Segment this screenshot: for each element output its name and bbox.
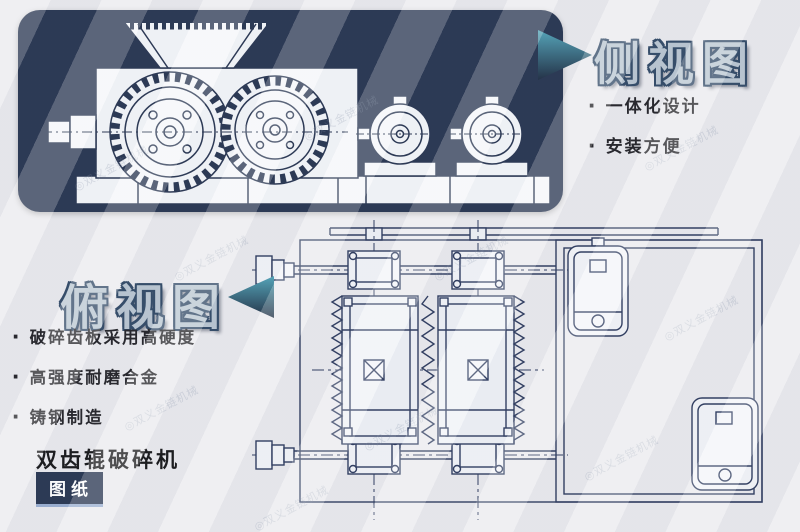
motor-1 bbox=[356, 95, 444, 177]
motor-top-right bbox=[567, 237, 629, 337]
roller-assembly bbox=[330, 295, 526, 445]
main-frame bbox=[299, 239, 763, 503]
bearing-block bbox=[347, 250, 401, 290]
upper-shaft bbox=[255, 250, 556, 290]
motor-2 bbox=[448, 95, 536, 177]
top-view-features: · 破碎齿板采用高硬度 · 高强度耐磨合金 · 铸钢制造 bbox=[12, 321, 197, 444]
drawing-badge: 图纸 bbox=[36, 472, 103, 507]
bullet-dot: · bbox=[588, 89, 599, 120]
motor-bottom-right bbox=[691, 397, 759, 491]
feature-item: · 安装方便 bbox=[588, 129, 701, 160]
top-view-drawing bbox=[252, 220, 763, 520]
bullet-dot: · bbox=[588, 129, 599, 160]
feature-text: 一体化设计 bbox=[605, 97, 701, 116]
side-view-features: · 一体化设计 · 安装方便 bbox=[588, 92, 701, 172]
side-view-arrow-icon bbox=[538, 30, 592, 80]
side-view-panel bbox=[18, 10, 563, 212]
feature-item: · 一体化设计 bbox=[588, 89, 701, 120]
hopper bbox=[116, 21, 278, 69]
feature-text: 铸钢制造 bbox=[29, 409, 104, 427]
teeth-left bbox=[330, 295, 344, 444]
top-view-arrow-icon bbox=[228, 276, 274, 318]
right-gear bbox=[220, 75, 330, 185]
feature-text: 破碎齿板采用高硬度 bbox=[29, 329, 197, 347]
side-view-title: 侧视图 bbox=[594, 38, 756, 90]
teeth-right bbox=[512, 295, 526, 444]
top-rail bbox=[329, 227, 719, 241]
side-view-drawing bbox=[42, 21, 551, 205]
bullet-dot: · bbox=[12, 401, 23, 431]
feature-text: 高强度耐磨合金 bbox=[29, 369, 160, 387]
spring bbox=[420, 295, 436, 445]
top-view-title: 俯视图 bbox=[60, 282, 229, 335]
product-name: 双齿辊破碎机 bbox=[36, 449, 180, 472]
feature-item: · 高强度耐磨合金 bbox=[12, 361, 196, 391]
bearing-block bbox=[451, 250, 505, 290]
feature-text: 安装方便 bbox=[605, 137, 682, 156]
feature-item: · 破碎齿板采用高硬度 bbox=[12, 321, 197, 351]
feature-item: · 铸钢制造 bbox=[12, 401, 196, 431]
bullet-dot: · bbox=[12, 321, 23, 351]
bullet-dot: · bbox=[12, 361, 23, 391]
